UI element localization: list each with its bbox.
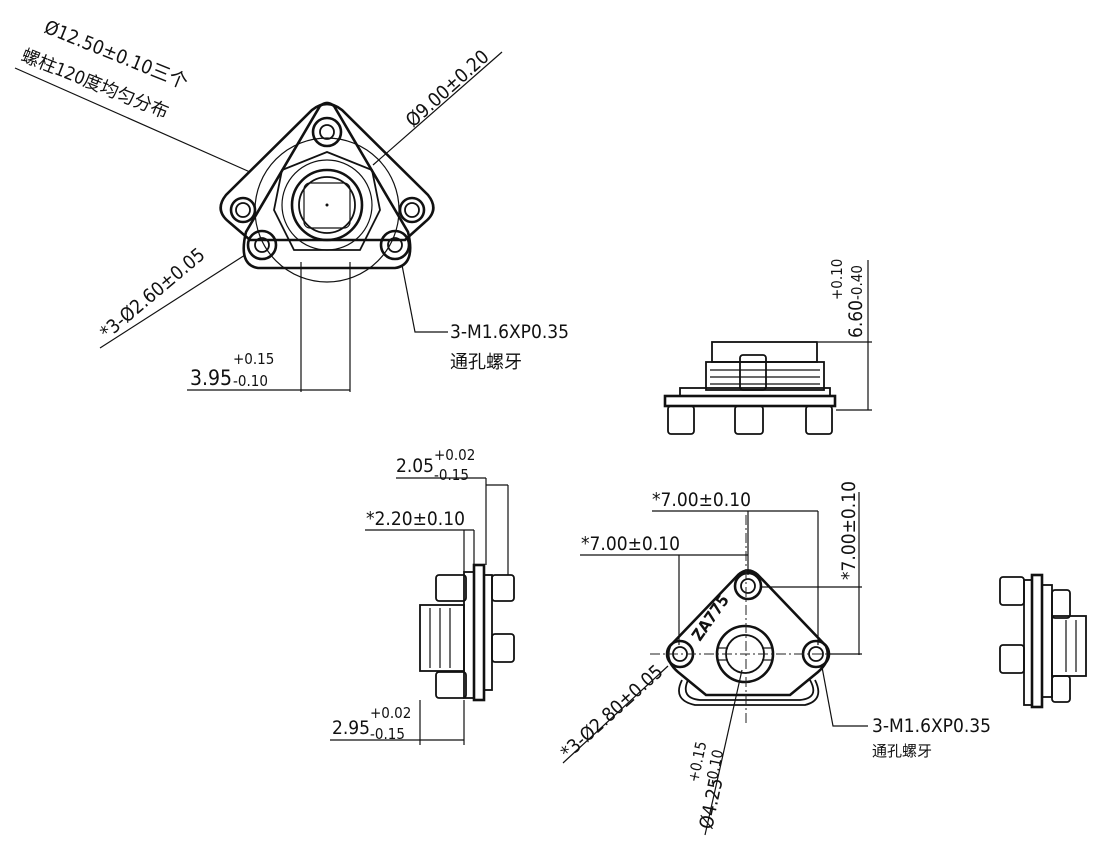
offset-tol-minus: -0.10 <box>233 372 268 390</box>
thickness-dimension-3: 2.95 <box>332 717 370 739</box>
thickness-1-tol-plus: +0.02 <box>434 446 475 464</box>
lens-barrel <box>290 168 364 242</box>
thread-note-bottom: 通孔螺牙 <box>872 742 932 760</box>
outer-diameter-label: Ø9.00±0.20 <box>402 46 494 132</box>
thread-label-bottom: 3-M1.6XP0.35 <box>872 715 991 737</box>
height-tol-plus: +0.10 <box>828 259 846 300</box>
hex-nut-outline <box>273 151 381 251</box>
side-view-right <box>999 573 1087 709</box>
thickness-3-tol-minus: -0.15 <box>370 725 405 743</box>
thickness-dimension-2: *2.20±0.10 <box>366 508 465 530</box>
thread-label: 3-M1.6XP0.35 <box>450 321 569 343</box>
horizontal-spacing-1: *7.00±0.10 <box>652 489 751 511</box>
bottom-view: ZA775 *7.00±0.10 *7.00±0.10 *7.00±0.10 *… <box>557 481 991 836</box>
height-tol-minus: -0.40 <box>848 265 866 300</box>
horizontal-spacing-2: *7.00±0.10 <box>581 533 680 555</box>
side-view-left: 2.05 +0.02 -0.15 *2.20±0.10 2.95 +0.02 -… <box>330 446 515 745</box>
thickness-3-tol-plus: +0.02 <box>370 704 411 722</box>
vertical-spacing: *7.00±0.10 <box>838 481 860 580</box>
mounting-hole-icon <box>229 116 426 261</box>
hole-diameter-label: *3-Ø2.60±0.05 <box>96 244 209 344</box>
offset-tol-plus: +0.15 <box>233 350 274 368</box>
thickness-dimension-1: 2.05 <box>396 455 434 477</box>
top-view: Ø12.50±0.10三个 螺柱120度均匀分布 Ø9.00±0.20 *3-Ø… <box>14 16 569 392</box>
offset-dimension: 3.95 <box>190 366 232 390</box>
center-point <box>325 203 329 207</box>
height-dimension: 6.60 <box>845 300 867 338</box>
thickness-1-tol-minus: -0.15 <box>434 466 469 484</box>
side-view-front: 6.60 +0.10 -0.40 <box>663 259 872 435</box>
hole-diameter-label-bottom: *3-Ø2.80±0.05 <box>557 661 668 764</box>
thread-note: 通孔螺牙 <box>450 352 522 373</box>
part-marking: ZA775 <box>688 591 733 644</box>
